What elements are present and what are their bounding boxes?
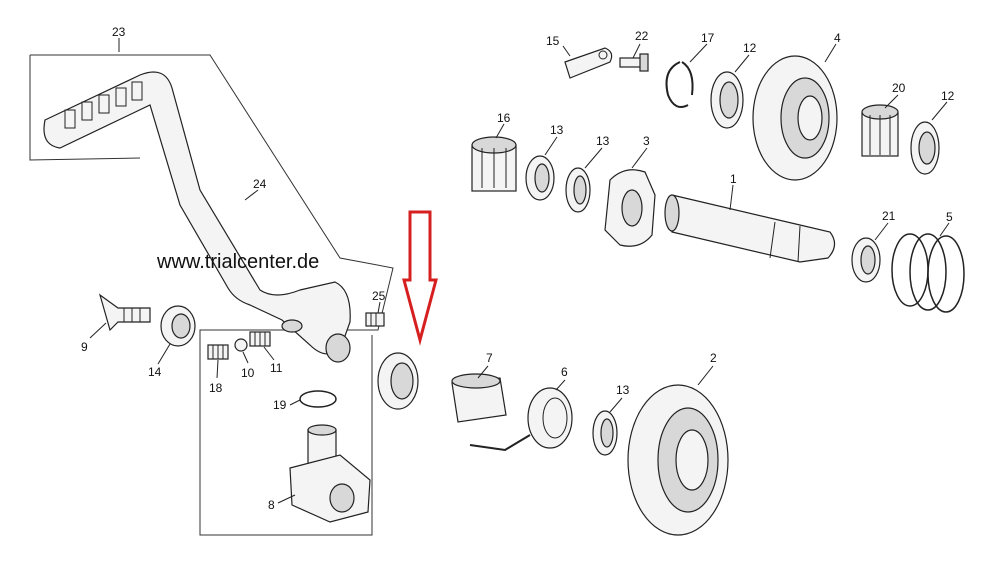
washer-13-b: [565, 167, 591, 213]
label-14: 14: [148, 365, 162, 379]
leader-lines: [89, 38, 950, 504]
spring-18: [207, 344, 229, 360]
washer-13-lower: [592, 410, 618, 456]
spring-6: [469, 387, 573, 452]
label-22: 22: [635, 29, 649, 43]
screw-25: [365, 312, 385, 327]
label-4: 4: [834, 31, 841, 45]
kick-shaft-1: [664, 194, 836, 263]
gear-4: [752, 55, 838, 181]
bearing-20: [861, 104, 899, 157]
washer-12-top: [710, 71, 744, 129]
label-6: 6: [561, 365, 568, 379]
label-8: 8: [268, 498, 275, 512]
label-3: 3: [643, 134, 650, 148]
label-17: 17: [701, 31, 715, 45]
label-16: 16: [497, 111, 511, 125]
spring-11: [249, 331, 271, 347]
spring-5: [891, 233, 965, 313]
label-1: 1: [730, 172, 737, 186]
lever-grip-ribs: [64, 81, 143, 129]
label-15: 15: [546, 34, 560, 48]
bolt-9: [98, 293, 151, 332]
bushing-7: [451, 373, 507, 423]
washer-12-right: [910, 121, 940, 175]
label-24: 24: [253, 177, 267, 191]
label-13-b: 13: [596, 134, 610, 148]
label-25: 25: [372, 289, 386, 303]
label-19: 19: [273, 398, 287, 412]
circlip-17: [665, 61, 694, 108]
kick-lever-outline: [29, 54, 394, 536]
washer-21: [851, 237, 881, 283]
label-5: 5: [946, 210, 953, 224]
gear-2: [627, 384, 729, 536]
label-13-lower: 13: [616, 383, 630, 397]
label-11: 11: [270, 361, 283, 375]
label-9: 9: [81, 340, 88, 354]
label-7: 7: [486, 351, 493, 365]
label-18: 18: [209, 381, 223, 395]
o-ring-19: [299, 390, 337, 408]
label-23: 23: [112, 25, 126, 39]
label-20: 20: [892, 81, 906, 95]
bearing-16: [471, 136, 517, 192]
ratchet-3: [604, 169, 656, 247]
plate-15: [564, 47, 613, 79]
label-21: 21: [882, 209, 896, 223]
label-12-right: 12: [941, 89, 955, 103]
kick-shaft-8: [289, 424, 371, 523]
label-12-top: 12: [743, 41, 757, 55]
kickstart-lever: [43, 71, 351, 363]
washer-13-a: [525, 155, 555, 201]
shaft-seal: [377, 352, 419, 410]
label-2: 2: [710, 351, 717, 365]
label-13-a: 13: [550, 123, 564, 137]
watermark-text: www.trialcenter.de: [156, 251, 319, 273]
seal-14: [160, 305, 196, 347]
label-10: 10: [241, 366, 255, 380]
ball-10: [234, 338, 248, 352]
screw-22: [619, 53, 649, 72]
highlight-arrow: [402, 210, 438, 346]
part-labels: 23 24 25 9 14 18 10 11 19 8 7 6 13 2 15 …: [81, 25, 955, 512]
